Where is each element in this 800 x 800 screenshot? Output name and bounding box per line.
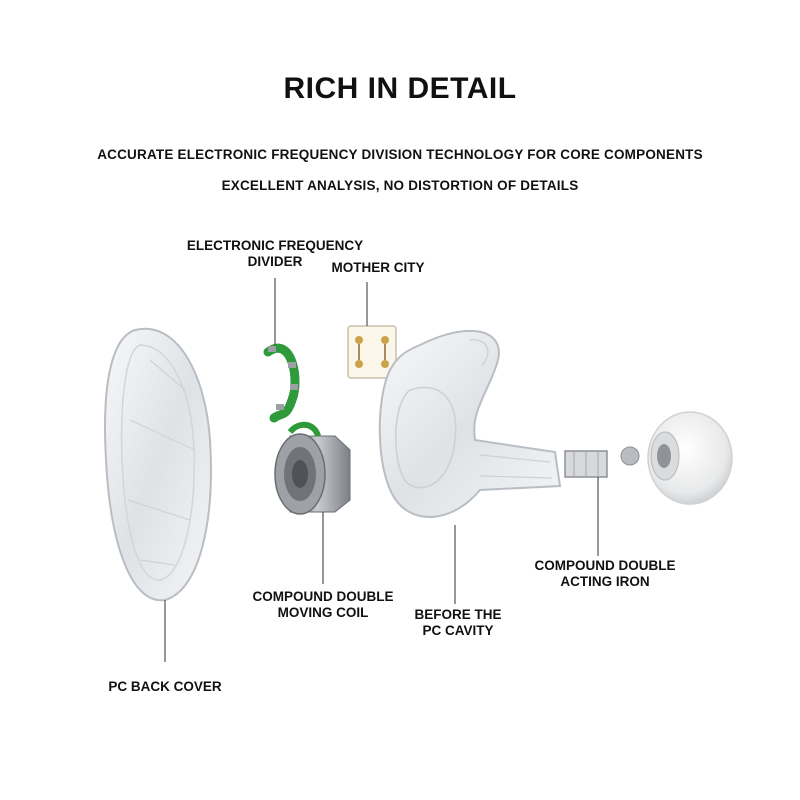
pc-back-cover-part xyxy=(104,327,212,602)
label-electronic-frequency-divider: ELECTRONIC FREQUENCY DIVIDER xyxy=(183,238,367,270)
label-mother-city-text: MOTHER CITY xyxy=(331,260,425,275)
pc-cavity-part xyxy=(378,329,562,518)
page-title: RICH IN DETAIL xyxy=(283,72,517,105)
label-moving-coil-line2: MOVING COIL xyxy=(277,605,369,620)
label-mother-city: MOTHER CITY xyxy=(322,260,434,276)
label-pc-cavity: BEFORE THE PC CAVITY xyxy=(400,607,516,639)
label-pc-back-cover: PC BACK COVER xyxy=(92,679,238,695)
label-iron-line2: ACTING IRON xyxy=(560,574,650,589)
label-moving-coil-line1: COMPOUND DOUBLE xyxy=(252,589,394,604)
subtitle-technology: ACCURATE ELECTRONIC FREQUENCY DIVISION T… xyxy=(97,147,703,162)
label-compound-double-moving-coil: COMPOUND DOUBLE MOVING COIL xyxy=(238,589,408,621)
compound-double-moving-coil-part xyxy=(274,421,351,515)
label-cavity-line2: PC CAVITY xyxy=(422,623,494,638)
label-back-cover-text: PC BACK COVER xyxy=(108,679,222,694)
compound-double-acting-iron-part xyxy=(564,446,640,478)
label-cavity-line1: BEFORE THE xyxy=(414,607,502,622)
label-iron-line1: COMPOUND DOUBLE xyxy=(534,558,676,573)
leader-lines xyxy=(164,278,599,662)
label-divider-line1: ELECTRONIC FREQUENCY xyxy=(186,238,364,253)
ear-tip-part xyxy=(647,411,733,505)
electronic-frequency-divider-part xyxy=(263,344,300,423)
label-compound-double-acting-iron: COMPOUND DOUBLE ACTING IRON xyxy=(520,558,690,590)
label-divider-line2: DIVIDER xyxy=(247,254,303,269)
mother-city-part xyxy=(347,325,397,379)
subtitle-analysis: EXCELLENT ANALYSIS, NO DISTORTION OF DET… xyxy=(221,178,579,193)
